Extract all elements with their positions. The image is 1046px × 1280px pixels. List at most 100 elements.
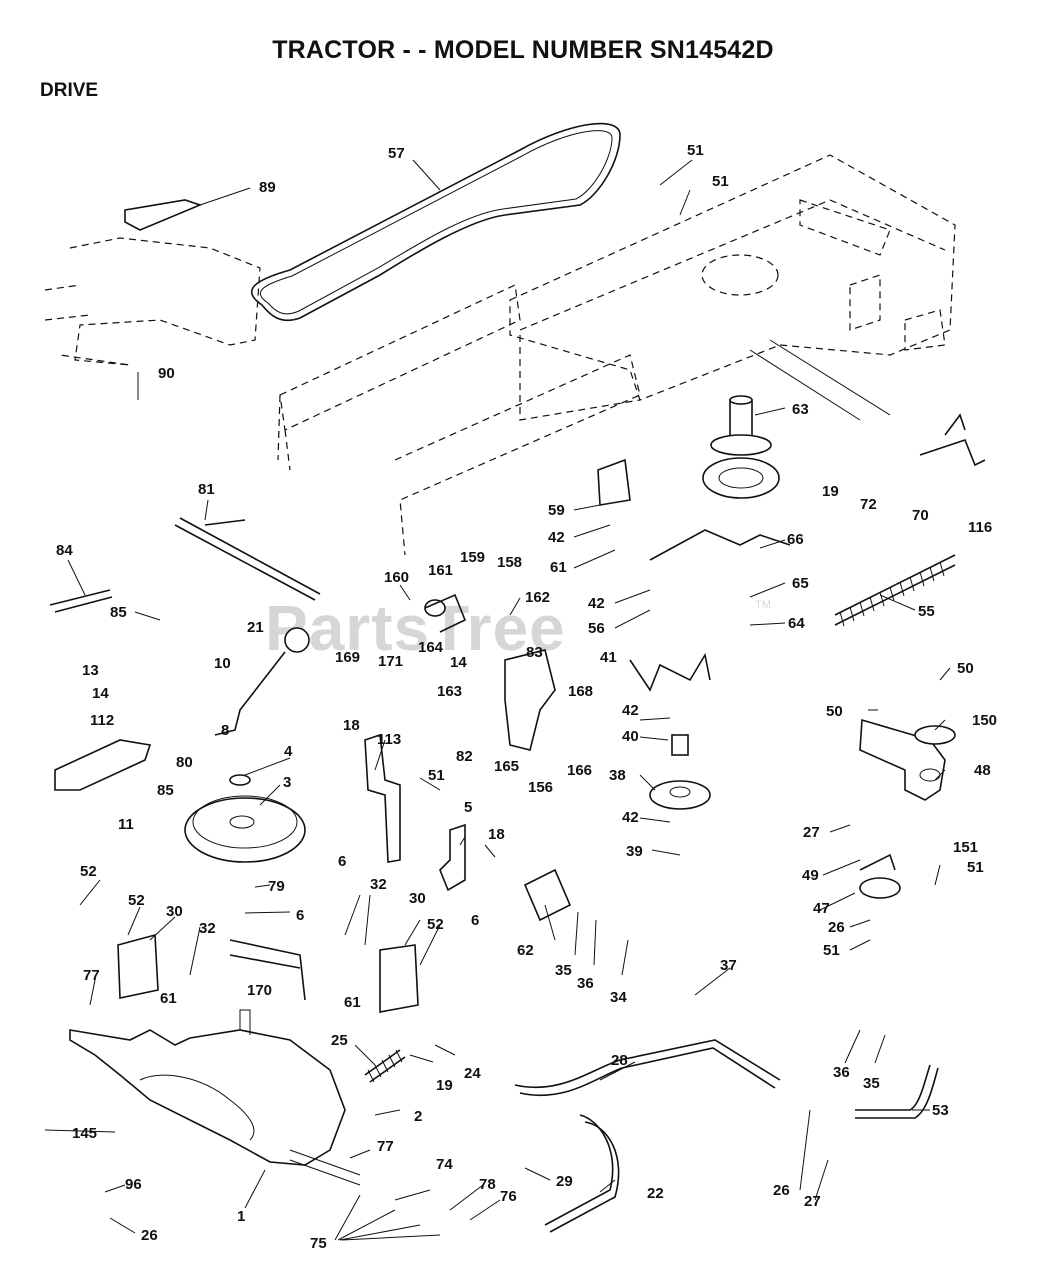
callout-168: 168 bbox=[568, 683, 593, 700]
callout-161: 161 bbox=[428, 562, 453, 579]
callout-26: 26 bbox=[773, 1182, 790, 1199]
callout-55: 55 bbox=[918, 603, 935, 620]
part-bracket-5 bbox=[439, 823, 466, 892]
callout-85: 85 bbox=[157, 782, 174, 799]
part-arm-165 bbox=[504, 649, 556, 751]
callout-169: 169 bbox=[335, 649, 360, 666]
callout-112: 112 bbox=[90, 712, 114, 729]
callout-51: 51 bbox=[428, 767, 445, 784]
callout-160: 160 bbox=[384, 569, 409, 586]
callout-74: 74 bbox=[436, 1156, 453, 1173]
callout-53: 53 bbox=[932, 1102, 949, 1119]
callout-64: 64 bbox=[788, 615, 805, 632]
part-pivot-159 bbox=[424, 593, 467, 633]
callout-165: 165 bbox=[494, 758, 519, 775]
callout-50: 50 bbox=[826, 703, 843, 720]
callout-36: 36 bbox=[833, 1064, 850, 1081]
callout-52: 52 bbox=[427, 916, 444, 933]
part-rod-66 bbox=[649, 529, 791, 561]
callout-61: 61 bbox=[160, 990, 177, 1007]
callout-32: 32 bbox=[199, 920, 216, 937]
callout-4: 4 bbox=[284, 743, 293, 760]
callout-26: 26 bbox=[828, 919, 845, 936]
callout-150: 150 bbox=[972, 712, 997, 729]
callout-labels: 57 89 51 51 90 63 19 72 70 116 81 59 42 … bbox=[56, 142, 997, 1252]
callout-27: 27 bbox=[804, 1193, 821, 1210]
callout-42: 42 bbox=[548, 529, 565, 546]
page-title: TRACTOR - - MODEL NUMBER SN14542D bbox=[272, 36, 774, 64]
callout-51: 51 bbox=[712, 173, 729, 190]
callout-25: 25 bbox=[331, 1032, 348, 1049]
callout-116: 116 bbox=[968, 519, 992, 536]
callout-51: 51 bbox=[967, 859, 984, 876]
part-rod-22 bbox=[544, 1114, 620, 1233]
callout-39: 39 bbox=[626, 843, 643, 860]
callout-83: 83 bbox=[526, 644, 543, 661]
callout-89: 89 bbox=[259, 179, 276, 196]
leader-lines bbox=[44, 159, 951, 1241]
callout-14: 14 bbox=[92, 685, 109, 702]
callout-81: 81 bbox=[198, 481, 215, 498]
callout-10: 10 bbox=[214, 655, 231, 672]
callout-96: 96 bbox=[125, 1176, 142, 1193]
part-idler-47 bbox=[859, 853, 901, 899]
callout-42: 42 bbox=[622, 702, 639, 719]
callout-6: 6 bbox=[338, 853, 346, 870]
callout-61: 61 bbox=[550, 559, 567, 576]
callout-32: 32 bbox=[370, 876, 387, 893]
watermark: PartsTree bbox=[265, 592, 566, 664]
callout-59: 59 bbox=[548, 502, 565, 519]
callout-162: 162 bbox=[525, 589, 550, 606]
callout-5: 5 bbox=[464, 799, 472, 816]
callout-6: 6 bbox=[471, 912, 479, 929]
callout-48: 48 bbox=[974, 762, 991, 779]
callout-62: 62 bbox=[517, 942, 534, 959]
callout-29: 29 bbox=[556, 1173, 573, 1190]
part-idler-38 bbox=[649, 734, 711, 810]
part-shield-89 bbox=[124, 199, 203, 231]
part-pulley-150 bbox=[914, 725, 956, 745]
part-rod-41 bbox=[629, 652, 711, 692]
callout-65: 65 bbox=[792, 575, 809, 592]
tractor-frame bbox=[44, 154, 956, 556]
callout-61: 61 bbox=[344, 994, 361, 1011]
callout-42: 42 bbox=[622, 809, 639, 826]
callout-76: 76 bbox=[500, 1188, 517, 1205]
callout-156: 156 bbox=[528, 779, 553, 796]
callout-63: 63 bbox=[792, 401, 809, 418]
part-bracket-113 bbox=[364, 733, 401, 863]
watermark-tm: TM bbox=[755, 599, 771, 611]
callout-47: 47 bbox=[813, 900, 830, 917]
callout-166: 166 bbox=[567, 762, 592, 779]
callout-51: 51 bbox=[687, 142, 704, 159]
callout-14: 14 bbox=[450, 654, 467, 671]
callout-171: 171 bbox=[378, 653, 403, 670]
callout-3: 3 bbox=[283, 774, 291, 791]
callout-13: 13 bbox=[82, 662, 99, 679]
callout-79: 79 bbox=[268, 878, 285, 895]
callout-18: 18 bbox=[488, 826, 505, 843]
callout-145: 145 bbox=[72, 1125, 97, 1142]
callout-24: 24 bbox=[464, 1065, 481, 1082]
callout-19: 19 bbox=[822, 483, 839, 500]
callout-41: 41 bbox=[600, 649, 617, 666]
part-rod-28 bbox=[514, 1039, 781, 1097]
callout-8: 8 bbox=[221, 722, 229, 739]
callout-84: 84 bbox=[56, 542, 73, 559]
callout-72: 72 bbox=[860, 496, 877, 513]
callout-78: 78 bbox=[479, 1176, 496, 1193]
part-bracket-30a bbox=[117, 933, 159, 999]
part-spring-25 bbox=[364, 1049, 406, 1083]
callout-30: 30 bbox=[409, 890, 426, 907]
callout-57: 57 bbox=[388, 145, 405, 162]
part-ball-21 bbox=[214, 627, 310, 736]
part-bracket-59 bbox=[597, 458, 631, 506]
callout-50: 50 bbox=[957, 660, 974, 677]
part-rod-170 bbox=[229, 939, 306, 1001]
callout-56: 56 bbox=[588, 620, 605, 637]
part-rod-53 bbox=[855, 1064, 939, 1119]
callout-158: 158 bbox=[497, 554, 522, 571]
callout-42: 42 bbox=[588, 595, 605, 612]
callout-35: 35 bbox=[555, 962, 572, 979]
